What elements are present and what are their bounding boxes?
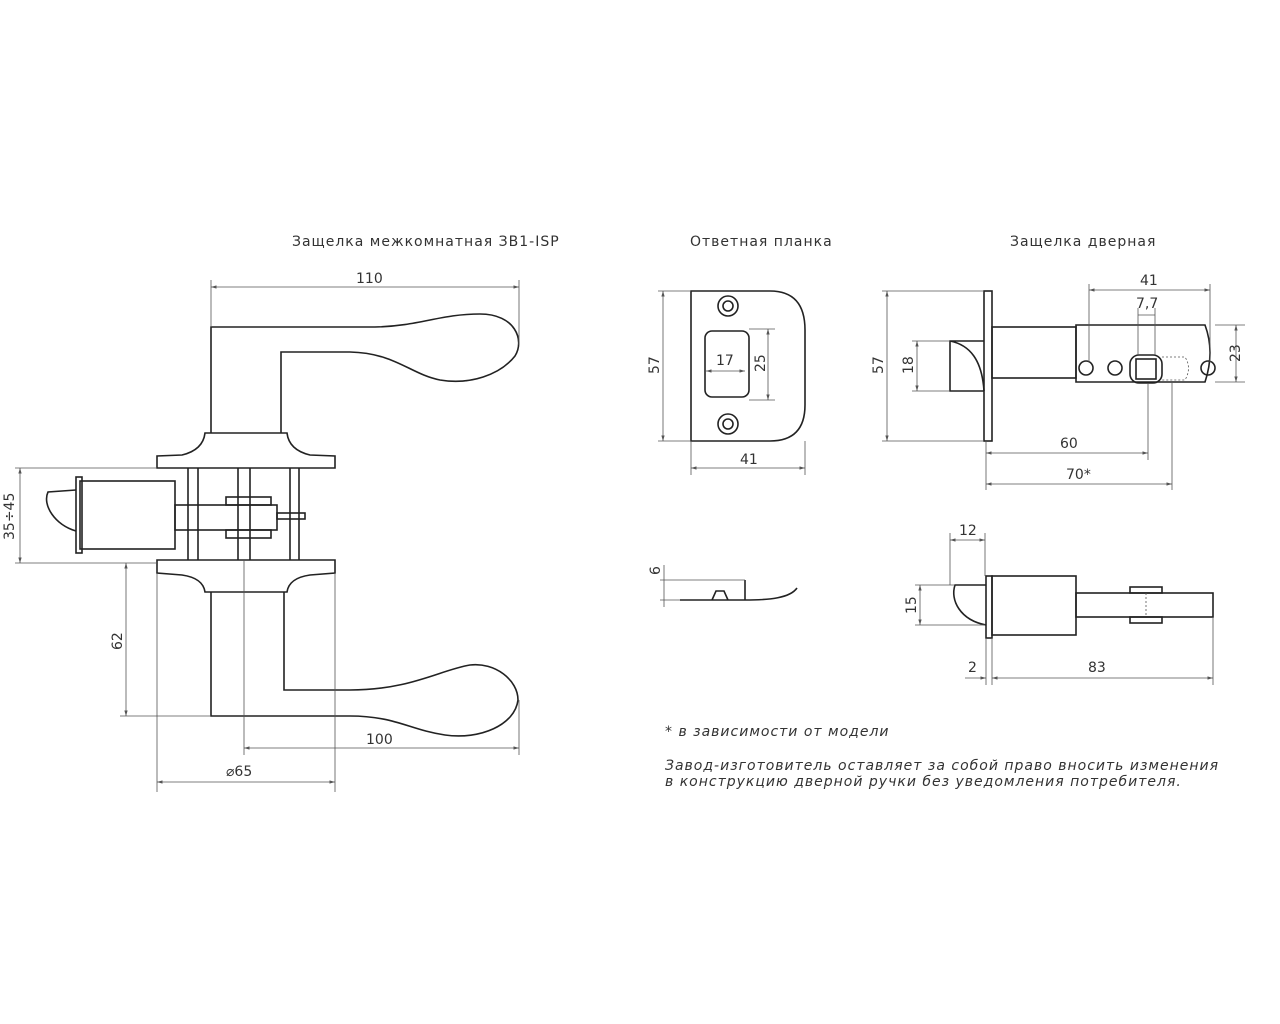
dim-bolt-12: 12 — [959, 523, 977, 539]
door-latch-title: Защелка дверная — [1010, 234, 1156, 250]
dim-diameter-65: ⌀65 — [226, 764, 252, 780]
latch-block-bottom — [225, 529, 272, 539]
handle-drawing — [45, 313, 520, 737]
door-latch-side-dimensions: 12 15 2 83 — [904, 523, 1214, 685]
latch-cylinder — [79, 480, 176, 550]
upper-rose — [156, 432, 336, 469]
dim-latch-83: 83 — [1088, 660, 1106, 676]
dim-hole-span-41: 41 — [1140, 273, 1158, 289]
door-latch-dimensions: 57 18 41 7,7 23 60 70* — [871, 273, 1245, 490]
handle-title: Защелка межкомнатная ЗВ1-ISP — [292, 234, 560, 250]
dim-plate-6: 6 — [648, 566, 664, 575]
dim-bolt-18: 18 — [901, 356, 917, 374]
door-latch-side-drawing — [953, 575, 1214, 639]
footnote: * в зависимости от модели — [665, 724, 890, 740]
dim-plate-41: 41 — [740, 452, 758, 468]
latch-faceplate — [75, 476, 83, 554]
dim-backset-60: 60 — [1060, 436, 1078, 452]
spindle-posts — [187, 468, 300, 560]
dim-latch-57: 57 — [871, 356, 887, 374]
dim-110: 110 — [356, 271, 383, 287]
dim-62: 62 — [110, 632, 126, 650]
latch-block-top — [225, 496, 272, 506]
latch-bolt — [45, 489, 77, 532]
latch-tail — [174, 504, 278, 531]
handle-dimensions: 110 35÷45 62 100 ⌀65 — [2, 271, 520, 792]
dim-100: 100 — [366, 732, 393, 748]
dim-plate-57: 57 — [647, 356, 663, 374]
dim-plate-2: 2 — [968, 660, 977, 676]
dim-slot-25: 25 — [753, 354, 769, 372]
dim-slot-17: 17 — [716, 353, 734, 369]
dim-backset-70: 70* — [1066, 467, 1091, 483]
strike-plate-dimensions: 57 41 17 25 6 — [647, 290, 806, 607]
latch-pin — [276, 512, 306, 520]
disclaimer-line-1: Завод-изготовитель оставляет за собой пр… — [665, 758, 1219, 774]
upper-lever — [210, 313, 520, 433]
dim-hole-7-7: 7,7 — [1136, 296, 1158, 312]
strike-plate-drawing — [680, 290, 806, 601]
dim-35-45: 35÷45 — [2, 493, 18, 540]
lower-lever — [210, 592, 519, 737]
lower-rose — [156, 559, 336, 593]
dim-tail-23: 23 — [1228, 344, 1244, 362]
disclaimer-line-2: в конструкцию дверной ручки без уведомле… — [665, 774, 1182, 790]
strike-plate-title: Ответная планка — [690, 234, 833, 250]
dim-bolt-15: 15 — [904, 596, 920, 614]
door-latch-drawing — [949, 290, 1216, 442]
